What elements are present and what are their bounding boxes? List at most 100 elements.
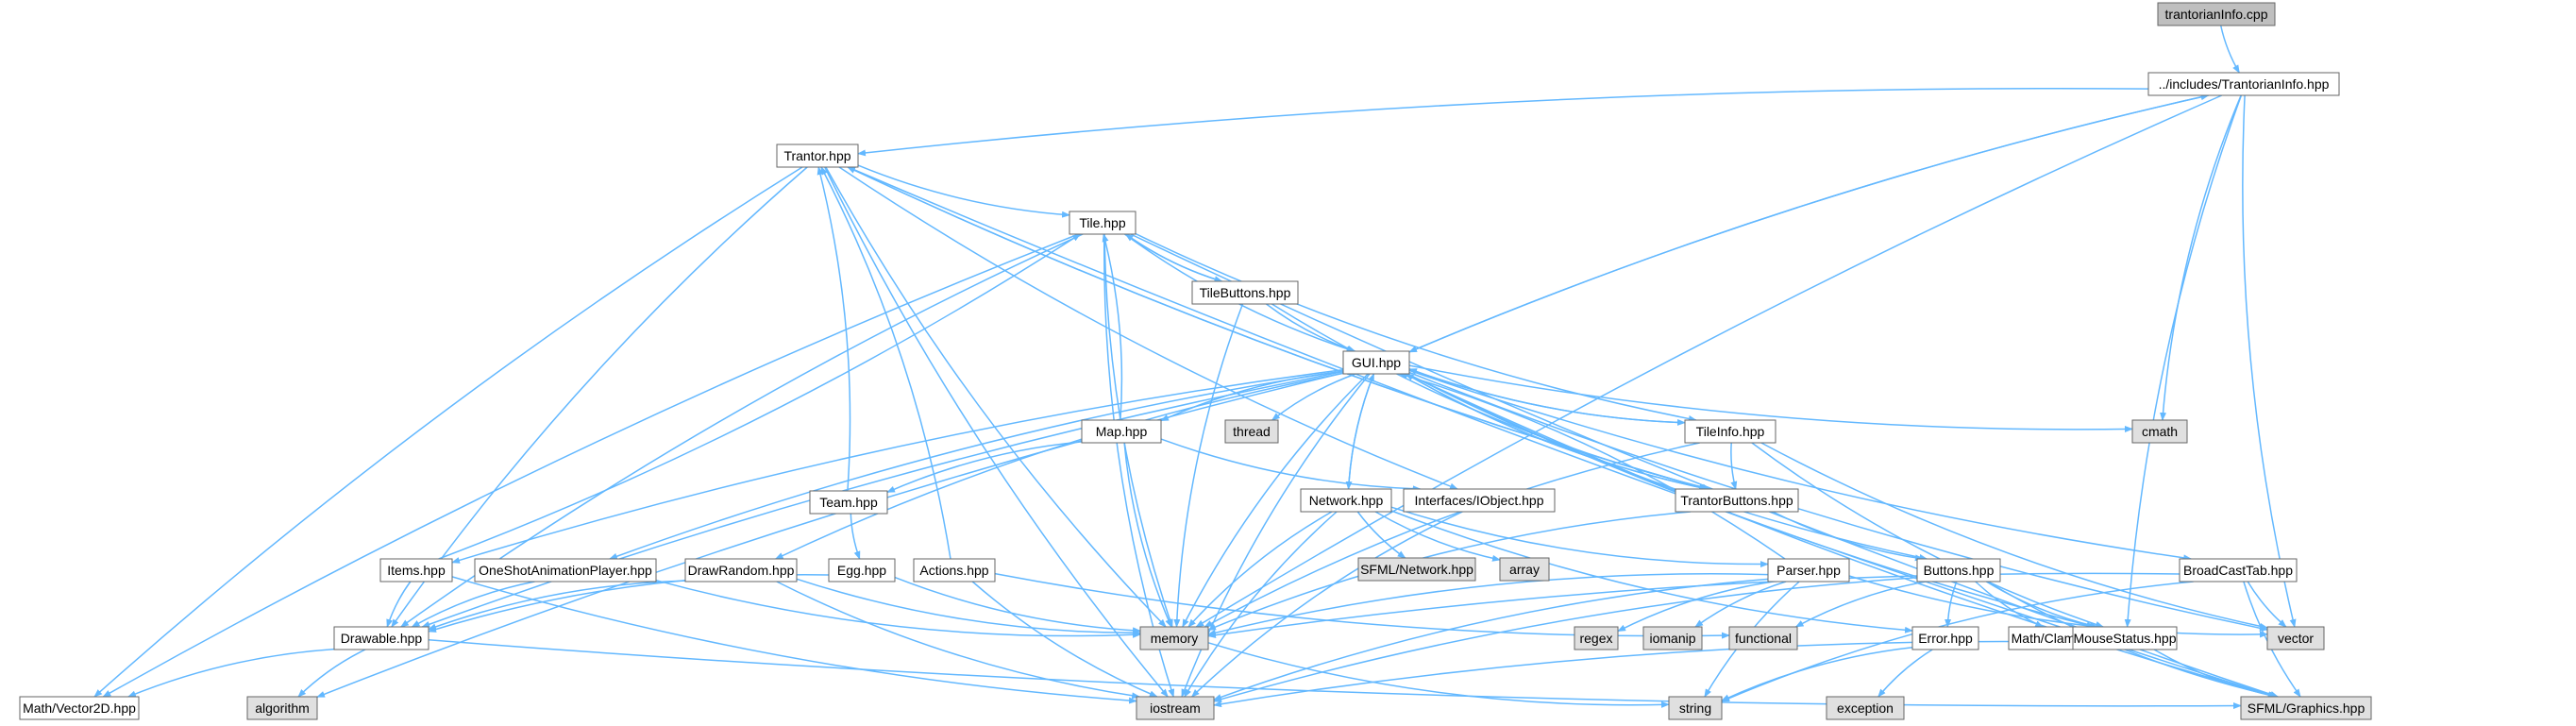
node-trantor[interactable]: Trantor.hpp xyxy=(776,144,859,168)
node-iomanip[interactable]: iomanip xyxy=(1642,626,1703,650)
node-gui[interactable]: GUI.hpp xyxy=(1342,350,1410,375)
edge-team-to-trantor xyxy=(817,166,851,492)
node-regex-box[interactable] xyxy=(1574,626,1619,650)
node-actions-label: Actions.hpp xyxy=(919,563,988,578)
node-array-box[interactable] xyxy=(1499,557,1550,582)
node-trantorbuttons-label: TrantorButtons.hpp xyxy=(1680,493,1793,508)
node-egg-box[interactable] xyxy=(828,558,896,582)
node-regex[interactable]: regex xyxy=(1574,626,1619,650)
node-map[interactable]: Map.hpp xyxy=(1081,419,1162,444)
node-sfmlgraphics-box[interactable] xyxy=(2240,696,2372,720)
node-team[interactable]: Team.hpp xyxy=(809,490,888,515)
node-trantor-box[interactable] xyxy=(776,144,859,168)
node-memory-box[interactable] xyxy=(1139,626,1209,650)
node-error[interactable]: Error.hpp xyxy=(1911,626,1979,650)
node-cmath[interactable]: cmath xyxy=(2131,419,2188,444)
edge-drawrandom-to-drawable xyxy=(428,580,686,631)
node-trantorianinfo-box[interactable] xyxy=(2147,72,2340,96)
edge-trantor-to-drawable xyxy=(391,166,808,628)
node-oneshot-box[interactable] xyxy=(474,558,657,582)
node-string-box[interactable] xyxy=(1668,696,1723,720)
node-gui-box[interactable] xyxy=(1342,350,1410,375)
node-drawrandom[interactable]: DrawRandom.hpp xyxy=(684,558,798,582)
edge-mousestatus-to-sfmlgraphics xyxy=(2153,649,2278,699)
edge-tile-to-vector2d xyxy=(102,233,1079,698)
node-exception[interactable]: exception xyxy=(1826,696,1905,720)
node-actions[interactable]: Actions.hpp xyxy=(913,558,996,582)
edge-gui-to-mousestatus xyxy=(1406,373,2096,629)
edge-error-to-string xyxy=(1721,647,1913,701)
node-sfmlnetwork-box[interactable] xyxy=(1357,557,1476,582)
edge-tilebuttons-to-memory xyxy=(1173,303,1244,628)
node-iomanip-box[interactable] xyxy=(1642,626,1703,650)
node-root-box[interactable] xyxy=(2157,2,2276,26)
node-vector[interactable]: vector xyxy=(2266,626,2325,650)
node-actions-box[interactable] xyxy=(913,558,996,582)
node-items-label: Items.hpp xyxy=(387,563,446,578)
node-algorithm-label: algorithm xyxy=(255,701,310,716)
node-trantorbuttons[interactable]: TrantorButtons.hpp xyxy=(1675,488,1799,513)
node-tilebuttons[interactable]: TileButtons.hpp xyxy=(1191,280,1299,305)
node-network[interactable]: Network.hpp xyxy=(1300,488,1392,513)
node-buttons[interactable]: Buttons.hpp xyxy=(1916,558,2001,582)
node-error-label: Error.hpp xyxy=(1918,631,1973,646)
node-oneshot[interactable]: OneShotAnimationPlayer.hpp xyxy=(474,558,657,582)
node-tilebuttons-box[interactable] xyxy=(1191,280,1299,305)
node-memory[interactable]: memory xyxy=(1139,626,1209,650)
edge-drawrandom-to-iostream xyxy=(776,581,1141,700)
node-thread-box[interactable] xyxy=(1224,419,1279,444)
node-mousestatus-box[interactable] xyxy=(2072,626,2178,650)
node-algorithm[interactable]: algorithm xyxy=(246,696,318,720)
node-broadcasttab[interactable]: BroadCastTab.hpp xyxy=(2179,558,2298,582)
node-cmath-box[interactable] xyxy=(2131,419,2188,444)
node-functional-box[interactable] xyxy=(1728,626,1798,650)
edge-tile-to-tilebuttons xyxy=(1125,233,1223,283)
node-iostream-box[interactable] xyxy=(1136,696,1215,720)
node-broadcasttab-box[interactable] xyxy=(2179,558,2298,582)
node-error-box[interactable] xyxy=(1911,626,1979,650)
edge-oneshot-to-drawable xyxy=(411,581,535,628)
node-vector2d-box[interactable] xyxy=(19,696,140,720)
node-egg[interactable]: Egg.hpp xyxy=(828,558,896,582)
node-items-box[interactable] xyxy=(379,558,453,582)
node-iostream[interactable]: iostream xyxy=(1136,696,1215,720)
node-trantorianinfo[interactable]: ../includes/TrantorianInfo.hpp xyxy=(2147,72,2340,96)
node-functional[interactable]: functional xyxy=(1728,626,1798,650)
node-parser-box[interactable] xyxy=(1767,558,1850,582)
node-vector2d[interactable]: Math/Vector2D.hpp xyxy=(19,696,140,720)
node-array[interactable]: array xyxy=(1499,557,1550,582)
node-oneshot-label: OneShotAnimationPlayer.hpp xyxy=(479,563,652,578)
node-sfmlgraphics[interactable]: SFML/Graphics.hpp xyxy=(2240,696,2372,720)
node-tileinfo[interactable]: TileInfo.hpp xyxy=(1684,419,1776,444)
node-functional-label: functional xyxy=(1735,631,1792,646)
node-parser[interactable]: Parser.hpp xyxy=(1767,558,1850,582)
node-egg-label: Egg.hpp xyxy=(837,563,886,578)
node-map-box[interactable] xyxy=(1081,419,1162,444)
node-vector-box[interactable] xyxy=(2266,626,2325,650)
edge-tileinfo-to-mousestatus xyxy=(1751,442,2105,628)
node-root[interactable]: trantorianInfo.cpp xyxy=(2157,2,2276,26)
node-iobject-box[interactable] xyxy=(1403,488,1556,513)
edge-network-to-sfmlnetwork xyxy=(1356,511,1406,559)
node-exception-box[interactable] xyxy=(1826,696,1905,720)
edge-network-to-array xyxy=(1374,511,1501,562)
node-team-box[interactable] xyxy=(809,490,888,515)
node-buttons-box[interactable] xyxy=(1916,558,2001,582)
node-drawrandom-box[interactable] xyxy=(684,558,798,582)
node-sfmlnetwork[interactable]: SFML/Network.hpp xyxy=(1357,557,1476,582)
node-mousestatus[interactable]: MouseStatus.hpp xyxy=(2072,626,2178,650)
node-algorithm-box[interactable] xyxy=(246,696,318,720)
node-network-box[interactable] xyxy=(1300,488,1392,513)
node-drawable[interactable]: Drawable.hpp xyxy=(333,626,429,650)
node-items[interactable]: Items.hpp xyxy=(379,558,453,582)
node-drawable-box[interactable] xyxy=(333,626,429,650)
edge-drawable-to-vector2d xyxy=(126,648,335,698)
node-tile-box[interactable] xyxy=(1069,211,1136,235)
node-string[interactable]: string xyxy=(1668,696,1723,720)
node-trantorbuttons-box[interactable] xyxy=(1675,488,1799,513)
edge-gui-to-trantorianinfo xyxy=(1408,93,2210,353)
node-tile[interactable]: Tile.hpp xyxy=(1069,211,1136,235)
node-tileinfo-box[interactable] xyxy=(1684,419,1776,444)
node-iobject[interactable]: Interfaces/IObject.hpp xyxy=(1403,488,1556,513)
node-thread[interactable]: thread xyxy=(1224,419,1279,444)
